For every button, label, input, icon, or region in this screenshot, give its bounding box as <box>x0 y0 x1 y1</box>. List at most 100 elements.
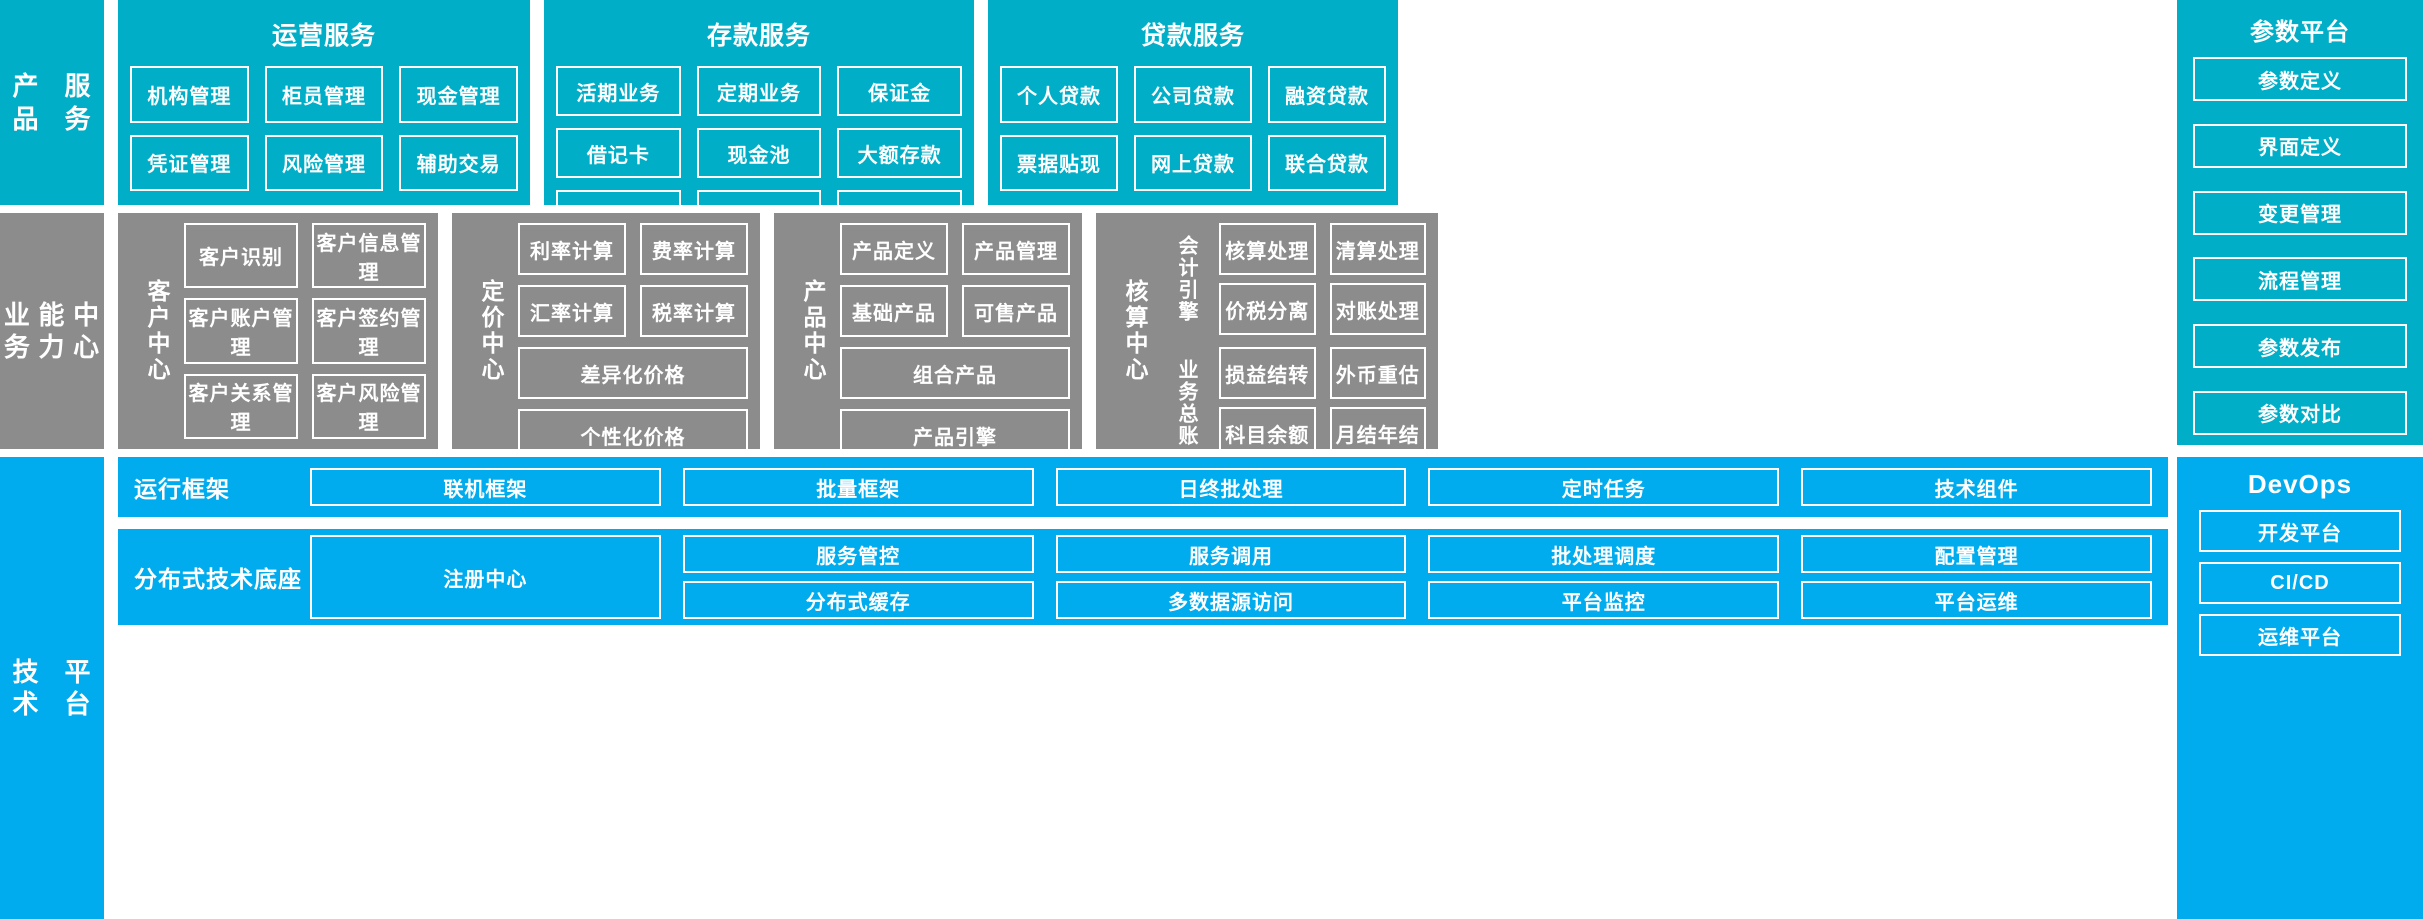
technical-bands: 运行框架 联机框架 批量框架 日终批处理 定时任务 技术组件 分布式技术底座 注… <box>118 457 2168 919</box>
tech-chip-platform-operations[interactable]: 平台运维 <box>1801 581 2152 619</box>
subgroup-label-general-ledger: 业务总账 <box>1175 359 1197 447</box>
subgroup-label-accounting-engine: 会计引擎 <box>1175 235 1197 323</box>
devops-chip-development-platform[interactable]: 开发平台 <box>2199 510 2401 552</box>
param-chip-parameter-compare[interactable]: 参数对比 <box>2193 390 2407 435</box>
capability-chip-customer-contract-management[interactable]: 客户签约管理 <box>312 298 426 364</box>
band-runtime-framework: 运行框架 联机框架 批量框架 日终批处理 定时任务 技术组件 <box>118 457 2168 517</box>
capability-chip-differentiated-price[interactable]: 差异化价格 <box>518 347 748 399</box>
tech-chip-batch-framework[interactable]: 批量框架 <box>682 468 1034 506</box>
service-chip-risk-management[interactable]: 风险管理 <box>264 134 384 191</box>
service-chip-personal-loan[interactable]: 个人贷款 <box>1000 66 1118 123</box>
capability-chip-sellable-product[interactable]: 可售产品 <box>962 285 1070 337</box>
layer-label-business-capability: 业务 能力 中心 <box>0 213 104 449</box>
service-chip-corporate-loan[interactable]: 公司贷款 <box>1134 66 1252 123</box>
param-chip-process-management[interactable]: 流程管理 <box>2193 257 2407 302</box>
tech-chip-online-framework[interactable]: 联机框架 <box>310 468 661 506</box>
capability-chip-exchange-rate-calc[interactable]: 汇率计算 <box>518 285 626 337</box>
tech-chip-service-governance[interactable]: 服务管控 <box>682 535 1034 573</box>
capability-chip-tax-rate-calc[interactable]: 税率计算 <box>640 285 748 337</box>
capability-chip-reconciliation[interactable]: 对账处理 <box>1329 283 1426 335</box>
group-loan-services: 贷款服务 个人贷款 公司贷款 融资贷款 票据贴现 网上贷款 联合贷款 <box>988 0 1398 205</box>
accounting-engine-grid: 核算处理 清算处理 价税分离 对账处理 <box>1219 223 1426 335</box>
capability-chip-month-year-end-close[interactable]: 月结年结 <box>1329 407 1426 459</box>
service-chip-teller-management[interactable]: 柜员管理 <box>264 66 384 123</box>
product-center-grid: 产品定义 产品管理 基础产品 可售产品 组合产品 产品引擎 <box>840 223 1070 461</box>
service-chip-financing-loan[interactable]: 融资贷款 <box>1268 66 1386 123</box>
tech-chip-eod-batch[interactable]: 日终批处理 <box>1055 468 1407 506</box>
parameter-platform-list: 参数定义 界面定义 变更管理 流程管理 参数发布 参数对比 <box>2193 57 2407 435</box>
param-chip-change-management[interactable]: 变更管理 <box>2193 190 2407 235</box>
capability-chip-customer-info-management[interactable]: 客户信息管理 <box>312 223 426 289</box>
tech-chip-technical-component[interactable]: 技术组件 <box>1801 468 2152 506</box>
param-chip-ui-definition[interactable]: 界面定义 <box>2193 123 2407 168</box>
service-chip-debit-card[interactable]: 借记卡 <box>556 128 681 178</box>
tech-chip-config-management[interactable]: 配置管理 <box>1801 535 2152 573</box>
capability-chip-interest-rate-calc[interactable]: 利率计算 <box>518 223 626 275</box>
service-chip-online-loan[interactable]: 网上贷款 <box>1134 134 1252 191</box>
service-chip-auxiliary-trade[interactable]: 辅助交易 <box>399 134 518 191</box>
capability-chip-composite-product[interactable]: 组合产品 <box>840 347 1070 399</box>
technical-platform-layer: 技术 平台 运行框架 联机框架 批量框架 日终批处理 定时任务 技术组件 分布式… <box>0 457 2168 919</box>
runtime-framework-grid: 联机框架 批量框架 日终批处理 定时任务 技术组件 <box>310 468 2152 506</box>
capability-chip-customer-account-management[interactable]: 客户账户管理 <box>184 298 298 364</box>
service-chip-voucher-management[interactable]: 凭证管理 <box>130 134 249 191</box>
center-label-accounting: 核算中心 <box>1122 279 1148 383</box>
devops-chip-ci-cd[interactable]: CI/CD <box>2199 562 2401 604</box>
service-chip-cash-management[interactable]: 现金管理 <box>399 66 518 123</box>
center-accounting: 核算中心 会计引擎 核算处理 清算处理 价税分离 对账处理 业务总账 损益结转 … <box>1096 213 1438 459</box>
capability-chip-account-balance[interactable]: 科目余额 <box>1219 407 1316 459</box>
capability-chip-customer-relation-management[interactable]: 客户关系管理 <box>184 373 298 439</box>
tech-chip-registry-center[interactable]: 注册中心 <box>310 535 661 619</box>
tech-chip-distributed-cache[interactable]: 分布式缓存 <box>682 581 1034 619</box>
capability-label-line-2: 能力 <box>38 299 66 363</box>
technical-label-line-1: 技术 <box>12 656 40 720</box>
layer-label-line-1: 产品 <box>12 71 40 134</box>
capability-chip-customer-risk-management[interactable]: 客户风险管理 <box>312 373 426 439</box>
tech-chip-batch-scheduling[interactable]: 批处理调度 <box>1428 535 1780 573</box>
product-service-layer: 产品 服务 运营服务 机构管理 柜员管理 现金管理 凭证管理 风险管理 辅助交易… <box>0 0 2423 240</box>
capability-chip-customer-identification[interactable]: 客户识别 <box>184 223 298 289</box>
capability-chip-product-definition[interactable]: 产品定义 <box>840 223 948 275</box>
service-chip-large-deposit[interactable]: 大额存款 <box>837 128 962 178</box>
capability-chip-profit-loss-carryover[interactable]: 损益结转 <box>1219 347 1316 399</box>
service-chip-bill-discount[interactable]: 票据贴现 <box>1000 134 1118 191</box>
service-chip-margin-deposit[interactable]: 保证金 <box>837 66 962 116</box>
group-title-deposit-services: 存款服务 <box>706 22 811 50</box>
layer-label-product-service: 产品 服务 <box>0 0 104 205</box>
band-distributed-foundation: 分布式技术底座 注册中心 服务管控 服务调用 批处理调度 配置管理 分布式缓存 … <box>118 529 2168 625</box>
param-chip-parameter-release[interactable]: 参数发布 <box>2193 324 2407 369</box>
capability-chip-price-tax-separation[interactable]: 价税分离 <box>1219 283 1316 335</box>
tech-chip-scheduled-task[interactable]: 定时任务 <box>1428 468 1780 506</box>
capability-label-line-3: 中心 <box>73 299 101 363</box>
tech-chip-service-invocation[interactable]: 服务调用 <box>1055 535 1407 573</box>
capability-chip-product-engine[interactable]: 产品引擎 <box>840 409 1070 461</box>
loan-services-grid: 个人贷款 公司贷款 融资贷款 票据贴现 网上贷款 联合贷款 <box>1000 66 1386 191</box>
capability-chip-fee-rate-calc[interactable]: 费率计算 <box>640 223 748 275</box>
parameter-platform-title: 参数平台 <box>2250 19 2350 46</box>
capability-chip-fx-revaluation[interactable]: 外币重估 <box>1329 347 1426 399</box>
capability-chip-basic-product[interactable]: 基础产品 <box>840 285 948 337</box>
general-ledger-grid: 损益结转 外币重估 科目余额 月结年结 <box>1219 347 1426 459</box>
devops-chip-operations-platform[interactable]: 运维平台 <box>2199 614 2401 656</box>
capability-chip-settlement-processing[interactable]: 清算处理 <box>1329 223 1426 275</box>
center-label-product: 产品中心 <box>800 279 826 383</box>
service-chip-org-management[interactable]: 机构管理 <box>130 66 249 123</box>
tech-chip-platform-monitoring[interactable]: 平台监控 <box>1428 581 1780 619</box>
devops-panel: DevOps 开发平台 CI/CD 运维平台 <box>2177 457 2423 919</box>
layer-label-line-2: 服务 <box>64 71 92 134</box>
group-title-loan-services: 贷款服务 <box>1140 22 1245 50</box>
group-deposit-services: 存款服务 活期业务 定期业务 保证金 借记卡 现金池 大额存款 结构性存款 账户… <box>544 0 974 240</box>
param-chip-parameter-definition[interactable]: 参数定义 <box>2193 57 2407 101</box>
service-chip-joint-loan[interactable]: 联合贷款 <box>1268 134 1386 191</box>
technical-label-line-2: 平台 <box>64 656 92 720</box>
tech-chip-multi-datasource[interactable]: 多数据源访问 <box>1055 581 1407 619</box>
capability-chip-product-management[interactable]: 产品管理 <box>962 223 1070 275</box>
capability-chip-accounting-processing[interactable]: 核算处理 <box>1219 223 1316 275</box>
accounting-subgroup-engine: 会计引擎 核算处理 清算处理 价税分离 对账处理 <box>1162 223 1426 335</box>
devops-title: DevOps <box>2247 469 2353 499</box>
capability-chip-personalized-price[interactable]: 个性化价格 <box>518 409 748 461</box>
service-chip-demand-deposit[interactable]: 活期业务 <box>556 66 681 116</box>
service-chip-time-deposit[interactable]: 定期业务 <box>696 66 822 116</box>
service-chip-cash-pool[interactable]: 现金池 <box>696 128 822 178</box>
